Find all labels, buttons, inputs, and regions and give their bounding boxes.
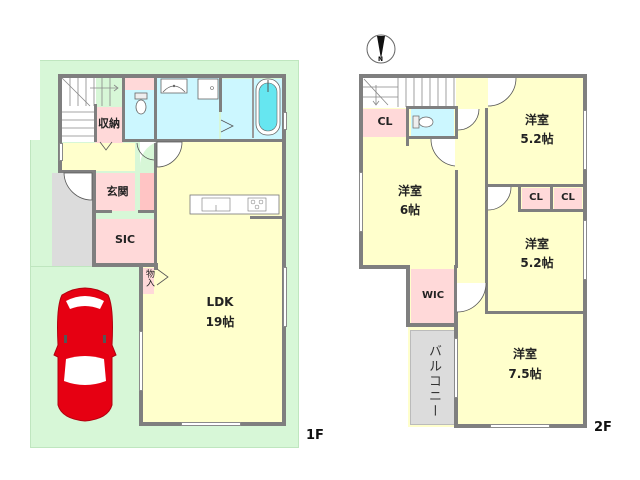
sink-icon	[160, 78, 219, 100]
western-room-5-2a-name: 洋室	[524, 113, 549, 127]
closet-small-overlay	[142, 268, 154, 294]
wall	[359, 74, 363, 269]
wall	[406, 265, 410, 327]
western-room-7-5-size: 7.5帖	[508, 367, 542, 381]
window	[490, 424, 550, 428]
window	[59, 143, 63, 161]
wall	[58, 74, 286, 78]
wall	[250, 216, 284, 219]
wall	[485, 311, 585, 314]
wic-label-2: WIC	[421, 290, 445, 301]
wall	[94, 210, 112, 213]
wic-room-2	[411, 269, 455, 326]
wall	[138, 210, 156, 213]
closet-2f-stairs	[362, 109, 408, 137]
closet-2f-a	[522, 188, 550, 210]
floor-tag-2f: 2F	[594, 420, 612, 435]
compass-label: N	[378, 56, 384, 63]
wall	[408, 106, 458, 109]
wall	[454, 265, 457, 327]
wall	[406, 106, 409, 146]
wall	[485, 184, 585, 187]
western-room-5-2a-size: 5.2帖	[520, 132, 554, 146]
window	[139, 331, 143, 391]
bathtub-icon	[255, 78, 281, 136]
kitchen-counter-icon	[189, 194, 280, 215]
wall	[122, 76, 125, 142]
window	[583, 220, 587, 280]
window	[454, 338, 458, 398]
wall	[58, 74, 62, 172]
floor-tag-1f: 1F	[306, 428, 324, 443]
storage-label: 収納	[98, 117, 120, 130]
exterior-gap	[356, 268, 408, 430]
wall	[359, 265, 409, 269]
wall	[485, 108, 488, 314]
entrance-label: 玄関	[106, 185, 129, 198]
wall	[252, 78, 254, 138]
window	[583, 110, 587, 170]
closet-small-label-2: 物入	[144, 269, 154, 287]
toilet-icon	[134, 92, 148, 115]
entrance-room	[95, 173, 135, 211]
window	[283, 112, 287, 130]
balcony	[410, 330, 455, 425]
closet-2f-b-label: CL	[561, 192, 575, 203]
wall	[154, 74, 157, 270]
western-room-6-size: 6帖	[399, 203, 421, 217]
wall	[219, 76, 222, 112]
closet-2f-stairs-label: CL	[377, 115, 393, 128]
ldk-size: 19帖	[205, 315, 235, 329]
balcony-label: バルコニー	[426, 344, 441, 419]
wall	[125, 139, 285, 142]
closet-2f-a-label: CL	[529, 192, 543, 203]
stairs-icon-2f	[362, 77, 455, 107]
wall	[406, 323, 456, 327]
wall	[550, 184, 553, 212]
lot-notch	[28, 60, 40, 140]
window	[359, 172, 363, 232]
wall	[518, 184, 521, 212]
storage-room	[95, 107, 123, 143]
ldk-room-lower	[142, 266, 283, 423]
toilet-1f-upper	[125, 76, 155, 90]
hall-1f	[62, 143, 135, 171]
car-icon	[53, 287, 117, 422]
western-room-5-2b-name: 洋室	[524, 237, 549, 251]
western-room-5-2b-size: 5.2帖	[520, 256, 554, 270]
wall	[92, 170, 96, 266]
entrance-step	[140, 173, 154, 211]
stairs-icon	[60, 76, 119, 137]
closet-2f-b	[554, 188, 582, 210]
lot-boundary-line	[30, 266, 140, 267]
wall	[455, 106, 458, 139]
sic-room	[95, 219, 155, 263]
compass-icon	[366, 34, 396, 64]
toilet-icon-2f	[412, 115, 434, 129]
wall	[94, 104, 97, 142]
ldk-name: LDK	[206, 295, 234, 309]
sic-label: SIC	[114, 233, 136, 246]
window	[283, 267, 287, 327]
wall	[359, 74, 587, 78]
wall	[282, 74, 286, 426]
wall	[455, 170, 458, 268]
window	[181, 422, 241, 426]
wall	[408, 136, 458, 139]
wall	[58, 170, 94, 173]
western-room-7-5-name: 洋室	[512, 347, 537, 361]
wall	[520, 209, 584, 212]
wall	[92, 263, 156, 267]
western-room-6-name: 洋室	[397, 184, 422, 198]
